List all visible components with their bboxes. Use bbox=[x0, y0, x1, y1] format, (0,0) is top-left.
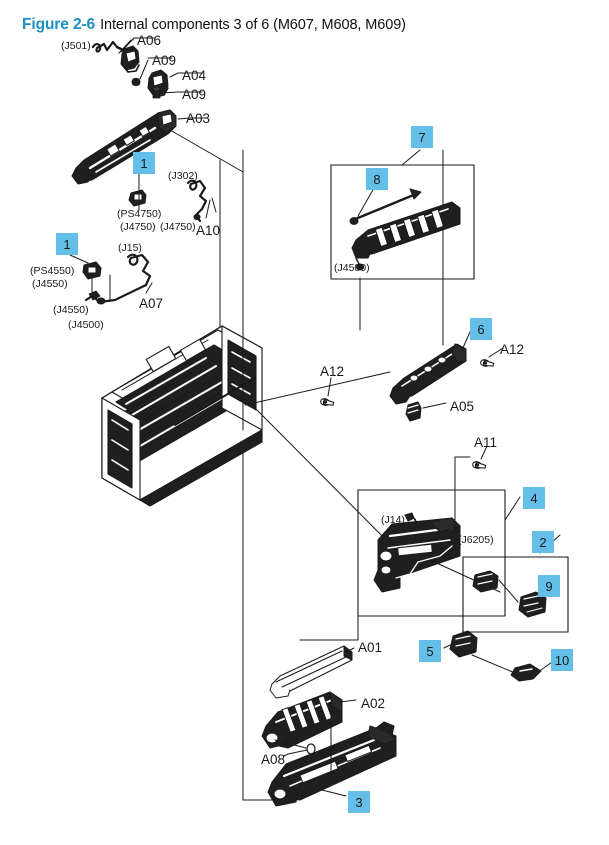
cable-a07-j15 bbox=[84, 253, 152, 305]
printer-chassis bbox=[101, 325, 263, 507]
assembly-part-3 bbox=[267, 721, 397, 807]
part-label-a07: A07 bbox=[139, 296, 164, 311]
pin-a09-lower bbox=[152, 86, 161, 99]
clip-a05 bbox=[405, 401, 422, 422]
part-a01-guide-plate bbox=[269, 645, 353, 699]
part-label-a06: A06 bbox=[137, 33, 162, 48]
callout-badge-2[interactable]: 2 bbox=[532, 531, 554, 553]
assembly-6-guide bbox=[389, 343, 467, 405]
part-label-a01: A01 bbox=[358, 640, 383, 655]
part-a03-rail bbox=[71, 109, 177, 185]
assembly-4-registration bbox=[373, 512, 461, 593]
sensor-part-5 bbox=[449, 630, 478, 658]
cable-j501-assembly bbox=[91, 40, 140, 73]
connector-label-j6205: (J6205) bbox=[458, 534, 494, 546]
connector-label-j4500a: (J4500) bbox=[68, 319, 104, 331]
connector-label-j4500b: (J4500) bbox=[334, 262, 370, 274]
part-label-a09-lower: A09 bbox=[182, 87, 207, 102]
callout-badge-6[interactable]: 6 bbox=[470, 318, 492, 340]
callout-badge-8[interactable]: 8 bbox=[366, 168, 388, 190]
assembly-7-paper-guide bbox=[349, 188, 461, 271]
connector-label-j4550a: (J4550) bbox=[32, 278, 68, 290]
part-label-a10: A10 bbox=[196, 223, 221, 238]
cable-a10-j302 bbox=[186, 179, 208, 223]
sensor-part-9 bbox=[518, 591, 547, 618]
part-label-a08: A08 bbox=[261, 752, 286, 767]
part-a02-roller-assembly bbox=[261, 691, 343, 749]
part-label-a09-upper: A09 bbox=[152, 53, 177, 68]
part-label-a02: A02 bbox=[361, 696, 386, 711]
callout-badge-5[interactable]: 5 bbox=[419, 640, 441, 662]
connector-label-j15: (J15) bbox=[118, 242, 142, 254]
sensor-part-2 bbox=[472, 570, 499, 593]
connector-label-j302: (J302) bbox=[168, 170, 198, 182]
figure-number: Figure 2-6 bbox=[22, 16, 96, 33]
callout-badge-4[interactable]: 4 bbox=[523, 487, 545, 509]
part-label-a11: A11 bbox=[474, 435, 498, 450]
connector-label-j14: (J14) bbox=[381, 514, 405, 526]
callout-badge-10[interactable]: 10 bbox=[551, 649, 573, 671]
part-label-a03: A03 bbox=[186, 111, 211, 126]
callout-badge-1-left[interactable]: 1 bbox=[56, 233, 78, 255]
connector-label-j4750a: (J4750) bbox=[120, 221, 156, 233]
figure-title-text: Internal components 3 of 6 (M607, M608, … bbox=[100, 17, 406, 33]
part-label-a12-right: A12 bbox=[500, 342, 525, 357]
part-label-a04: A04 bbox=[182, 68, 207, 83]
clip-part-10 bbox=[510, 663, 542, 682]
connector-label-ps4750: (PS4750) bbox=[117, 208, 162, 220]
callout-badge-1-top[interactable]: 1 bbox=[133, 152, 155, 174]
connector-label-ps4550: (PS4550) bbox=[30, 265, 75, 277]
pin-a09-upper bbox=[131, 77, 141, 87]
part-label-a12-center: A12 bbox=[320, 364, 345, 379]
callout-badge-3[interactable]: 3 bbox=[348, 791, 370, 813]
callout-badge-7[interactable]: 7 bbox=[411, 126, 433, 148]
part-label-a05: A05 bbox=[450, 399, 475, 414]
connector-label-j501: (J501) bbox=[61, 40, 91, 52]
connector-ps4550 bbox=[82, 261, 102, 280]
connector-ps4750 bbox=[128, 189, 147, 207]
connector-label-j4750b: (J4750) bbox=[160, 221, 196, 233]
callout-badge-9[interactable]: 9 bbox=[538, 575, 560, 597]
connector-label-j4550b: (J4550) bbox=[53, 304, 89, 316]
